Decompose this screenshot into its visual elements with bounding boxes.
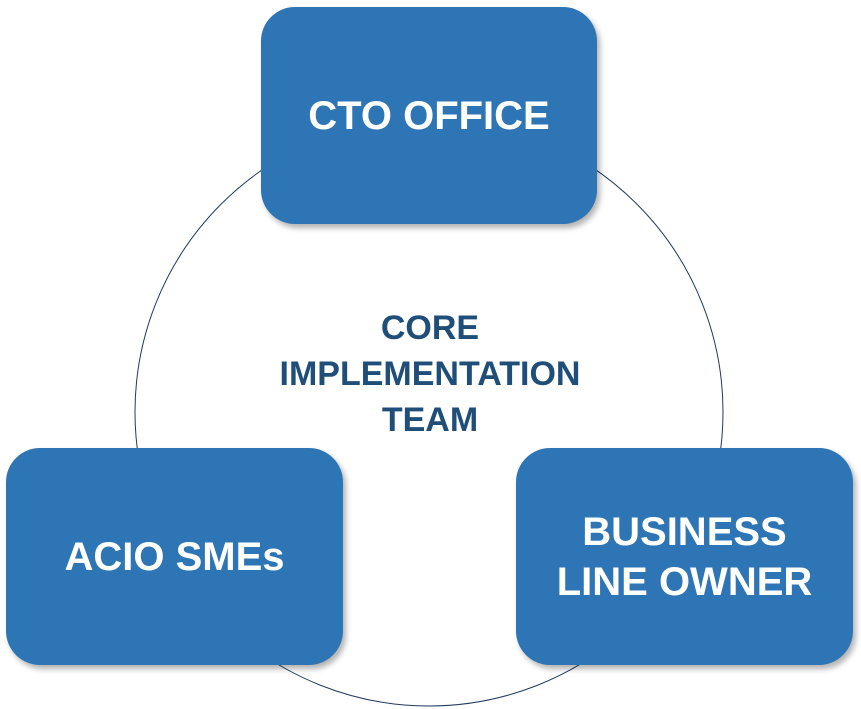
cto-office-node: CTO OFFICE	[261, 7, 597, 224]
acio-smes-label: ACIO SMEs	[64, 534, 285, 579]
cto-office-label: CTO OFFICE	[308, 93, 550, 138]
business-line-owner-node: BUSINESS LINE OWNER	[516, 448, 853, 665]
business-line-owner-label: BUSINESS LINE OWNER	[556, 509, 813, 604]
acio-smes-node: ACIO SMEs	[6, 448, 343, 665]
core-implementation-team-label: CORE IMPLEMENTATION TEAM	[279, 309, 581, 439]
